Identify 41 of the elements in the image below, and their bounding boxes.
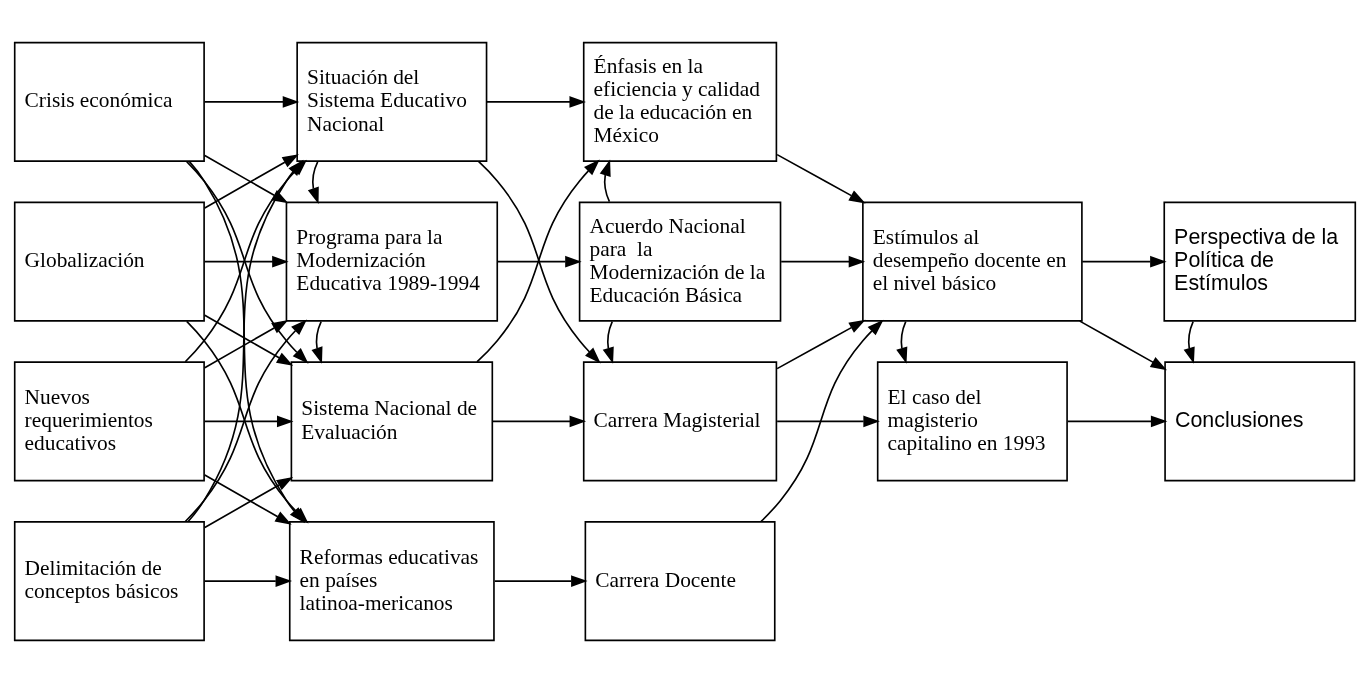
node-box: Reformas educativas en países latinoa-mericanos xyxy=(288,520,495,641)
arrow xyxy=(776,415,880,427)
arrow xyxy=(776,319,866,369)
arrow xyxy=(776,153,866,203)
node-box: Programa para la Modernización Educativa 1989-1994 xyxy=(285,201,499,322)
arrow xyxy=(1067,415,1168,427)
arrow xyxy=(896,320,908,364)
arrow xyxy=(780,255,866,267)
arrow xyxy=(602,320,614,364)
arrow xyxy=(203,415,294,427)
arrow xyxy=(493,574,588,587)
arrow xyxy=(203,153,299,209)
arrow xyxy=(760,319,884,522)
arrow xyxy=(1079,319,1168,370)
node-box: Estímulos al desempeño docente en el nivel básico xyxy=(862,201,1083,322)
arrow xyxy=(311,320,323,364)
arrow xyxy=(1081,255,1167,267)
arrow xyxy=(203,319,289,369)
node-box: Énfasis en la eficiencia y calidad de la educación en México xyxy=(582,41,778,162)
node-box: Nuevos requerimientos educativos xyxy=(13,360,205,481)
node-box: Conclusiones xyxy=(1164,360,1356,481)
node-box: Delimitación de conceptos básicos xyxy=(13,520,205,641)
node-box: Carrera Magisterial xyxy=(582,360,778,481)
arrow xyxy=(599,159,611,203)
node-box: Situación del Sistema Educativo Nacional xyxy=(296,41,488,162)
arrow xyxy=(497,255,582,267)
arrow xyxy=(1183,320,1195,364)
node-box: El caso del magisterio capitalino en 1993 xyxy=(876,360,1068,481)
arrow xyxy=(491,415,587,427)
arrow xyxy=(203,255,289,267)
arrow xyxy=(203,574,293,587)
arrow xyxy=(203,313,294,366)
arrow xyxy=(203,95,300,108)
arrow xyxy=(307,160,319,204)
node-box: Sistema Nacional de Evaluación xyxy=(290,360,494,481)
node-box: Carrera Docente xyxy=(584,520,776,641)
node-box: Crisis económica xyxy=(13,41,205,162)
node-box: Perspectiva de la Política de Estímulos xyxy=(1163,201,1357,322)
node-box: Globalización xyxy=(13,201,205,322)
arrow xyxy=(485,95,586,108)
node-box: Acuerdo Nacional para la Modernización de la Educación Básica xyxy=(578,201,782,322)
